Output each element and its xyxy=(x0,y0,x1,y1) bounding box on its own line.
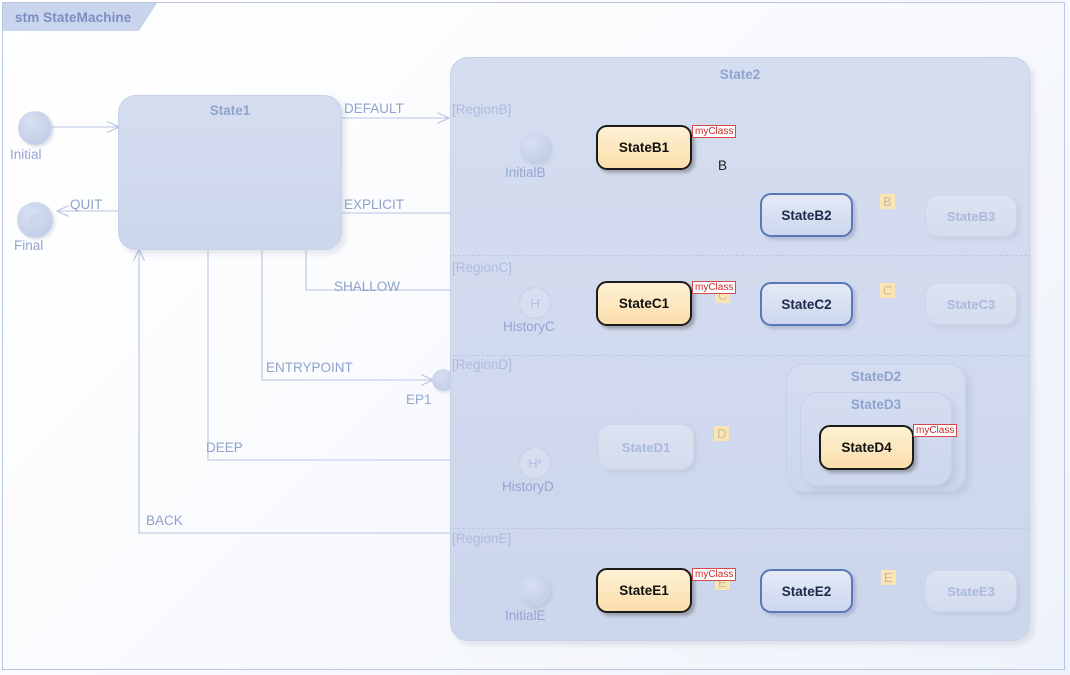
shallow-history-c[interactable]: H xyxy=(519,287,551,319)
state2-title: State2 xyxy=(719,67,761,82)
entry-point-ep1[interactable] xyxy=(432,369,454,391)
region-label-c: [RegionC] xyxy=(452,260,513,275)
state-node-stated4[interactable]: StateD4 xyxy=(819,425,914,470)
state1-title: State1 xyxy=(209,103,251,118)
stereotype-myclass-d4: myClass xyxy=(913,424,958,437)
stateb1-label: StateB1 xyxy=(618,140,670,155)
state-node-statec3[interactable]: StateC3 xyxy=(925,283,1017,325)
initial-pseudostate[interactable] xyxy=(18,111,52,145)
initial-b-label: InitialB xyxy=(505,165,546,180)
state-node-stateb2[interactable]: StateB2 xyxy=(760,193,853,237)
history-c-label: HistoryC xyxy=(503,319,555,334)
transition-label-quit[interactable]: QUIT xyxy=(70,197,103,212)
stereotype-myclass-b1: myClass xyxy=(692,125,737,138)
state-node-statee1[interactable]: StateE1 xyxy=(596,568,692,613)
stateb2-label: StateB2 xyxy=(781,207,832,223)
stateb3-label: StateB3 xyxy=(946,208,996,224)
deep-history-d-glyph: H* xyxy=(528,455,542,471)
stated1-label: StateD1 xyxy=(621,439,671,455)
statec2-label: StateC2 xyxy=(781,296,832,312)
region-separator-c-d xyxy=(452,355,1028,356)
transition-label-shallow[interactable]: SHALLOW xyxy=(334,279,401,294)
stated4-label: StateD4 xyxy=(841,440,892,455)
initial-label: Initial xyxy=(10,147,42,162)
stated3-title: StateD3 xyxy=(850,397,902,412)
entry-point-ep1-label: EP1 xyxy=(406,392,432,407)
statee2-label: StateE2 xyxy=(781,583,832,599)
final-state-dot xyxy=(29,214,41,226)
transition-label-b-1[interactable]: B xyxy=(718,158,728,173)
region-separator-b-c xyxy=(452,255,1028,256)
region-label-d: [RegionD] xyxy=(452,357,513,372)
transition-label-entrypoint[interactable]: ENTRYPOINT xyxy=(266,360,353,375)
stereotype-myclass-c1: myClass xyxy=(692,281,737,294)
state-node-statee3[interactable]: StateE3 xyxy=(925,570,1017,612)
transition-badge-c-2[interactable]: C xyxy=(880,283,896,298)
transition-badge-e-2[interactable]: E xyxy=(881,570,896,585)
state-node-stated1[interactable]: StateD1 xyxy=(598,424,694,470)
statec1-label: StateC1 xyxy=(618,296,670,311)
diagram-title-text: stm StateMachine xyxy=(15,9,132,25)
transition-label-default[interactable]: DEFAULT xyxy=(344,101,404,116)
shallow-history-c-glyph: H xyxy=(530,295,540,311)
state-node-statec1[interactable]: StateC1 xyxy=(596,281,692,326)
title-tab-corner xyxy=(139,3,158,31)
history-d-label: HistoryD xyxy=(502,479,554,494)
stated2-title: StateD2 xyxy=(850,369,902,384)
region-label-e: [RegionE] xyxy=(452,531,512,546)
deep-history-d[interactable]: H* xyxy=(519,447,551,479)
state-node-stateb3[interactable]: StateB3 xyxy=(925,195,1017,237)
transition-label-explicit[interactable]: EXPLICIT xyxy=(344,197,405,212)
initial-pseudostate-e[interactable] xyxy=(520,576,550,606)
transition-badge-b-2[interactable]: B xyxy=(880,194,895,209)
statee3-label: StateE3 xyxy=(947,583,995,599)
final-label: Final xyxy=(14,238,44,253)
statee1-label: StateE1 xyxy=(619,583,669,598)
transition-label-deep[interactable]: DEEP xyxy=(206,440,243,455)
state-node-statec2[interactable]: StateC2 xyxy=(760,282,853,326)
initial-e-label: InitialE xyxy=(505,608,546,623)
state-node-statee2[interactable]: StateE2 xyxy=(760,569,853,613)
final-state[interactable] xyxy=(17,202,53,238)
transition-badge-d[interactable]: D xyxy=(714,426,730,441)
region-label-b: [RegionB] xyxy=(452,102,512,117)
diagram-title-tab[interactable]: stm StateMachine xyxy=(3,3,158,31)
stereotype-myclass-e1: myClass xyxy=(692,568,737,581)
transition-label-back[interactable]: BACK xyxy=(146,513,183,528)
statec3-label: StateC3 xyxy=(946,296,996,312)
initial-pseudostate-b[interactable] xyxy=(520,133,550,163)
state-node-state1[interactable]: State1 xyxy=(118,95,342,250)
state-node-stateb1[interactable]: StateB1 xyxy=(596,125,692,170)
region-separator-d-e xyxy=(452,528,1028,529)
